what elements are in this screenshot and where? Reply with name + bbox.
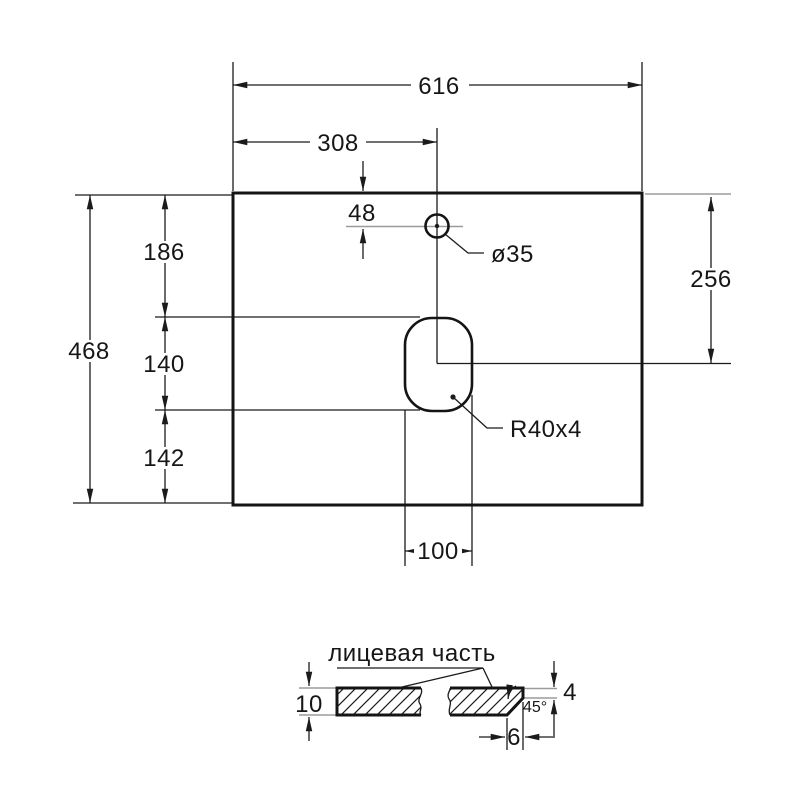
section-right-piece [447, 686, 525, 717]
dim-thickness: 10 [295, 691, 323, 718]
face-label-leaders [337, 667, 493, 688]
extension-lines-gray [299, 193, 731, 716]
center-lines [436, 128, 731, 365]
dim-chamfer-width: 6 [507, 724, 521, 751]
dim-depth-middle: 140 [143, 351, 185, 378]
dim-depth-bottom: 142 [143, 445, 185, 472]
dim-hole-depth-right: 256 [690, 266, 732, 293]
dim-hole-diameter: ø35 [491, 241, 534, 268]
dim-chamfer-angle: 45° [523, 699, 547, 716]
basin-cutout [403, 316, 474, 413]
hole-diameter-leader [444, 233, 484, 254]
dim-depth-top: 186 [143, 239, 185, 266]
extension-lines [73, 62, 643, 750]
dim-width-to-hole: 308 [317, 130, 359, 157]
dim-total-width: 616 [418, 73, 460, 100]
label-face-side: лицевая часть [328, 640, 496, 667]
section-left-piece [335, 686, 423, 717]
dim-cutout-width: 100 [417, 538, 459, 565]
cutout-radius-leader [450, 394, 503, 429]
faucet-hole [424, 213, 450, 239]
dim-edge-height: 4 [563, 679, 577, 706]
dimension-texts: 616 308 48 ø35 468 186 140 142 256 100 R… [68, 73, 732, 751]
countertop-plate-outline [231, 191, 644, 507]
dim-cutout-corner: R40x4 [510, 416, 582, 443]
dim-hole-offset: 48 [348, 200, 376, 227]
dim-total-depth: 468 [68, 338, 110, 365]
text-masks [63, 74, 735, 562]
